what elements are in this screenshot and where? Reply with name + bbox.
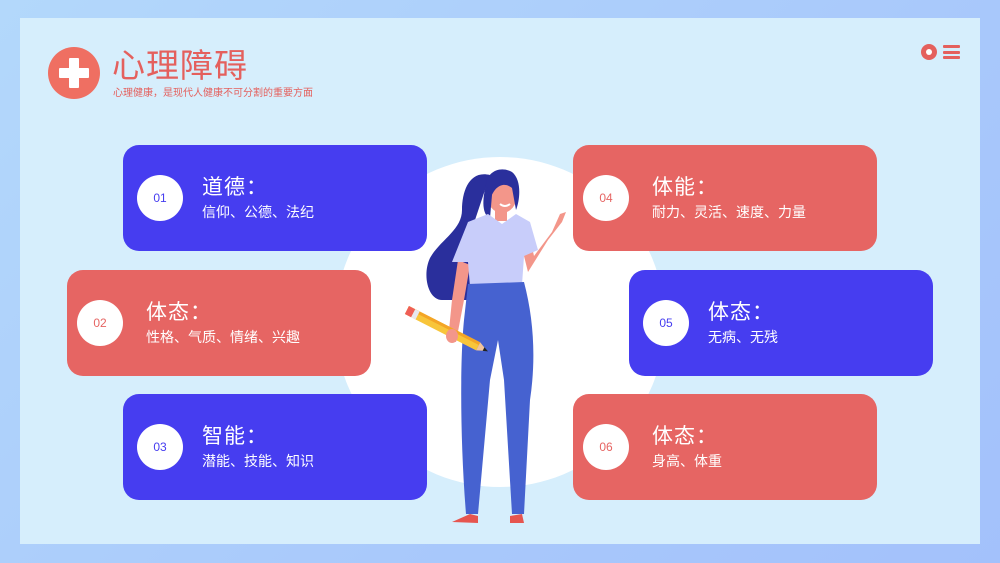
card-number-badge: 02 bbox=[77, 300, 123, 346]
woman-with-pencil-illustration bbox=[404, 169, 566, 523]
card-heading: 体态： bbox=[708, 300, 774, 324]
card-number-badge: 03 bbox=[137, 424, 183, 470]
card-description: 信仰、公德、法纪 bbox=[202, 205, 314, 221]
plus-circle-icon bbox=[48, 47, 100, 99]
card-04: 04 体能： 耐力、灵活、速度、力量 bbox=[573, 145, 877, 251]
card-description: 身高、体重 bbox=[652, 454, 722, 470]
card-number-badge: 01 bbox=[137, 175, 183, 221]
page-subtitle: 心理健康，是现代人健康不可分割的重要方面 bbox=[113, 88, 313, 99]
card-heading: 体态： bbox=[146, 300, 212, 324]
card-heading: 体能： bbox=[652, 175, 718, 199]
card-description: 潜能、技能、知识 bbox=[202, 454, 314, 470]
card-heading: 道德： bbox=[202, 175, 268, 199]
card-05: 05 体态： 无病、无残 bbox=[629, 270, 933, 376]
card-description: 无病、无残 bbox=[708, 330, 778, 346]
card-03: 03 智能： 潜能、技能、知识 bbox=[123, 394, 427, 500]
card-number-badge: 06 bbox=[583, 424, 629, 470]
record-circle-icon[interactable] bbox=[921, 44, 937, 60]
card-heading: 智能： bbox=[202, 424, 268, 448]
top-right-icons bbox=[921, 44, 960, 60]
card-02: 02 体态： 性格、气质、情绪、兴趣 bbox=[67, 270, 371, 376]
card-06: 06 体态： 身高、体重 bbox=[573, 394, 877, 500]
card-heading: 体态： bbox=[652, 424, 718, 448]
menu-icon[interactable] bbox=[943, 45, 960, 59]
card-number-badge: 04 bbox=[583, 175, 629, 221]
card-description: 性格、气质、情绪、兴趣 bbox=[146, 330, 300, 346]
card-number-badge: 05 bbox=[643, 300, 689, 346]
page-title: 心理障碍 bbox=[112, 46, 248, 85]
card-description: 耐力、灵活、速度、力量 bbox=[652, 205, 806, 221]
card-01: 01 道德： 信仰、公德、法纪 bbox=[123, 145, 427, 251]
